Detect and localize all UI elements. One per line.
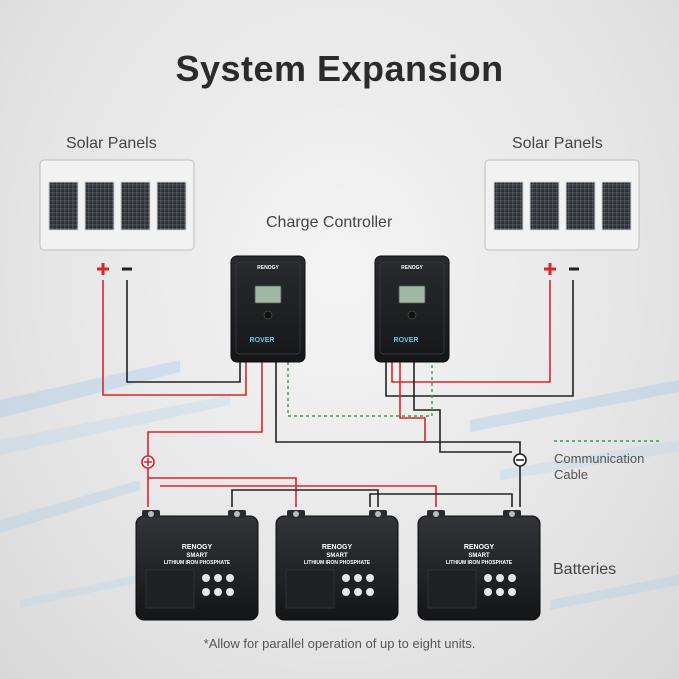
charge-controller-right: RENOGY ROVER (374, 255, 450, 363)
battery-line1: SMART (468, 553, 490, 559)
battery-line1: SMART (326, 553, 348, 559)
controller-model: ROVER (250, 337, 275, 344)
communication-cable-label: Communication Cable (554, 451, 645, 482)
solar-panel-group-left (39, 159, 195, 251)
solar-panel (529, 181, 560, 231)
solar-panel (493, 181, 524, 231)
footnote: *Allow for parallel operation of up to e… (203, 636, 476, 651)
batteries-label: Batteries (553, 561, 617, 578)
battery-brand: RENOGY (322, 544, 353, 551)
battery-1: RENOGY SMART LITHIUM IRON PHOSPHATE (135, 510, 259, 621)
page-title: System Expansion (175, 48, 504, 89)
solar-panels-label-right: Solar Panels (512, 135, 603, 152)
battery-brand: RENOGY (464, 544, 495, 551)
controller-model: ROVER (394, 337, 419, 344)
solar-panel (84, 181, 115, 231)
solar-panels-label-left: Solar Panels (66, 135, 157, 152)
controller-brand: RENOGY (401, 265, 423, 271)
minus-icon (513, 453, 527, 467)
battery-line2: LITHIUM IRON PHOSPHATE (446, 560, 513, 566)
plus-icon (544, 263, 556, 275)
battery-line2: LITHIUM IRON PHOSPHATE (164, 560, 231, 566)
plus-icon (141, 455, 155, 469)
battery-brand: RENOGY (182, 544, 213, 551)
battery-line2: LITHIUM IRON PHOSPHATE (304, 560, 371, 566)
pv-wiring (102, 280, 574, 397)
solar-panel (120, 181, 151, 231)
solar-panel (156, 181, 187, 231)
controller-brand: RENOGY (257, 265, 279, 271)
charge-controller-label: Charge Controller (266, 214, 393, 231)
solar-panel (601, 181, 632, 231)
battery-3: RENOGY SMART LITHIUM IRON PHOSPHATE (417, 510, 541, 621)
solar-panel-group-right (484, 159, 640, 251)
battery-2: RENOGY SMART LITHIUM IRON PHOSPHATE (275, 510, 399, 621)
plus-icon (97, 263, 109, 275)
charge-controller-left: RENOGY ROVER (230, 255, 306, 363)
battery-bus-wiring (147, 362, 521, 507)
controller-display (254, 285, 282, 304)
communication-cable (287, 362, 660, 442)
solar-panel (565, 181, 596, 231)
background-streaks (0, 360, 679, 610)
controller-display (398, 285, 426, 304)
solar-panel (48, 181, 79, 231)
battery-line1: SMART (186, 553, 208, 559)
